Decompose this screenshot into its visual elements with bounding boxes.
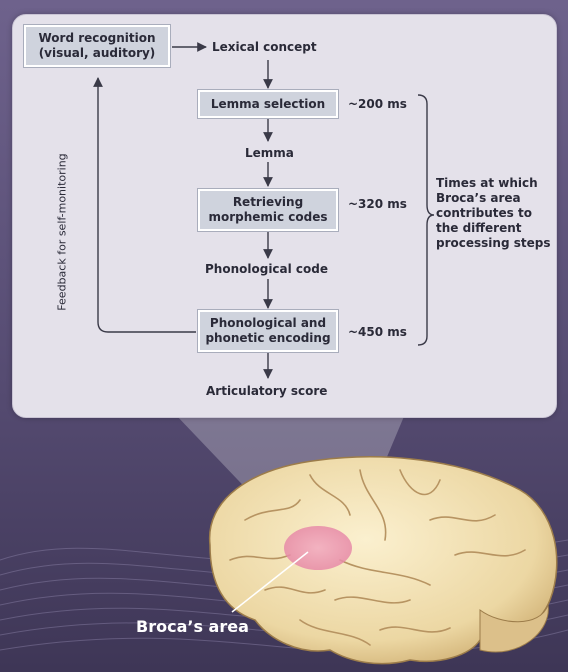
time-450ms: ~450 ms <box>348 325 407 339</box>
brain-illustration <box>208 456 558 665</box>
word-recognition-box: Word recognition (visual, auditory) <box>24 25 170 67</box>
lemma-selection-box: Lemma selection <box>198 90 338 118</box>
feedback-label: Feedback for self-monitoring <box>55 153 69 311</box>
time-200ms: ~200 ms <box>348 97 407 111</box>
lexical-concept-label: Lexical concept <box>212 40 317 54</box>
time-brace <box>417 94 435 346</box>
phonological-code-label: Phonological code <box>205 262 329 276</box>
articulatory-score-label: Articulatory score <box>206 384 328 398</box>
retrieving-morphemic-codes-box: Retrieving morphemic codes <box>198 189 338 231</box>
broca-pointer-line <box>231 551 309 613</box>
phonological-encoding-box: Phonological and phonetic encoding <box>198 310 338 352</box>
brocas-area-label: Broca’s area <box>136 617 249 636</box>
lemma-label: Lemma <box>245 146 294 160</box>
brace-note: Times at which Broca’s area contributes … <box>436 176 551 250</box>
feedback-loop-arrow <box>93 77 196 333</box>
brocas-area-region <box>284 526 352 570</box>
time-320ms: ~320 ms <box>348 197 407 211</box>
